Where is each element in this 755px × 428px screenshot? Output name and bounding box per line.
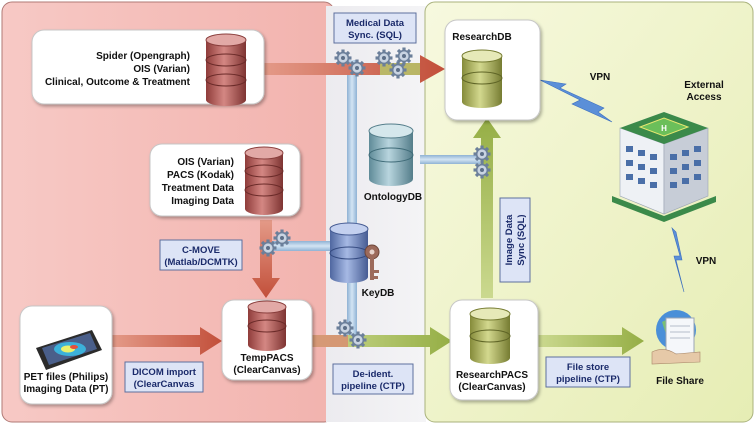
source-pet-line-1: PET files (Philips) bbox=[24, 372, 108, 383]
temppacs-label-1: TempPACS bbox=[241, 353, 294, 364]
arrow-imaging-to-temppacs bbox=[252, 220, 280, 298]
researchpacs-db-icon bbox=[469, 307, 511, 364]
medical-sync-line-2: Sync. (SQL) bbox=[348, 30, 402, 41]
medical-sync-box: Medical Data Sync. (SQL) bbox=[333, 12, 417, 44]
arrow-temppacs-to-researchpacs bbox=[312, 327, 452, 355]
external-access-line-2: Access bbox=[686, 92, 721, 103]
image-sync-line-2: Sync (SQL) bbox=[516, 214, 527, 265]
source-imaging-line-3: Treatment Data bbox=[162, 183, 235, 194]
clinical-db-icon bbox=[205, 33, 247, 106]
pet-scanner-icon bbox=[36, 330, 102, 370]
file-store-line-1: File store bbox=[567, 362, 609, 373]
researchdb-label: ResearchDB bbox=[452, 32, 511, 43]
source-imaging-line-1: OIS (Varian) bbox=[177, 157, 234, 168]
file-share-label: File Share bbox=[656, 376, 704, 387]
researchpacs-label-2: (ClearCanvas) bbox=[458, 382, 525, 393]
file-store-line-2: pipeline (CTP) bbox=[556, 374, 620, 385]
svg-text:H: H bbox=[661, 124, 667, 133]
keydb-icon bbox=[329, 222, 369, 283]
source-clinical-line-2: OIS (Varian) bbox=[133, 64, 190, 75]
ontologydb-label: OntologyDB bbox=[364, 192, 422, 203]
keydb-label: KeyDB bbox=[362, 288, 395, 299]
deident-line-2: pipeline (CTP) bbox=[341, 381, 405, 392]
arrow-researchpacs-to-researchdb bbox=[473, 118, 501, 298]
image-sync-box: Image Data Sync (SQL) bbox=[499, 197, 531, 283]
cmove-box: C-MOVE (Matlab/DCMTK) bbox=[159, 239, 243, 271]
source-imaging-line-2: PACS (Kodak) bbox=[167, 170, 234, 181]
imaging-db-icon bbox=[244, 146, 284, 215]
vpn-bolt-right bbox=[671, 226, 685, 293]
medical-sync-line-1: Medical Data bbox=[346, 18, 405, 29]
researchdb-icon bbox=[461, 49, 503, 108]
file-share-icon bbox=[651, 310, 701, 365]
vpn-bolt-top bbox=[539, 79, 613, 123]
deident-box: De-ident. pipeline (CTP) bbox=[332, 363, 414, 395]
image-sync-line-1: Image Data bbox=[504, 214, 515, 265]
transfer-zone bbox=[326, 6, 426, 422]
hospital-building-icon: H bbox=[612, 112, 716, 222]
dicom-import-line-1: DICOM import bbox=[132, 367, 197, 378]
cmove-line-1: C-MOVE bbox=[182, 245, 220, 256]
source-imaging-line-4: Imaging Data bbox=[171, 196, 234, 207]
dicom-import-line-2: (ClearCanvas bbox=[134, 379, 195, 390]
cmove-line-2: (Matlab/DCMTK) bbox=[164, 257, 237, 268]
sync-pipes bbox=[265, 60, 480, 335]
ontologydb-icon bbox=[368, 123, 414, 186]
researchpacs-label-1: ResearchPACS bbox=[456, 370, 528, 381]
vpn-right-label: VPN bbox=[696, 256, 717, 267]
file-store-box: File store pipeline (CTP) bbox=[545, 356, 631, 388]
arrow-researchpacs-to-fileshare bbox=[538, 327, 644, 355]
source-clinical-line-1: Spider (Opengraph) bbox=[96, 51, 190, 62]
dicom-import-box: DICOM import (ClearCanvas bbox=[124, 361, 204, 393]
temppacs-label-2: (ClearCanvas) bbox=[233, 365, 300, 376]
source-pet-line-2: Imaging Data (PT) bbox=[23, 384, 108, 395]
source-clinical-line-3: Clinical, Outcome & Treatment bbox=[45, 77, 191, 88]
deident-line-1: De-ident. bbox=[353, 369, 394, 380]
arrow-pet-to-temppacs bbox=[112, 327, 222, 355]
key-icon bbox=[364, 244, 380, 280]
vpn-top-label: VPN bbox=[590, 72, 611, 83]
temppacs-db-icon bbox=[247, 300, 287, 351]
external-access-line-1: External bbox=[684, 80, 724, 91]
